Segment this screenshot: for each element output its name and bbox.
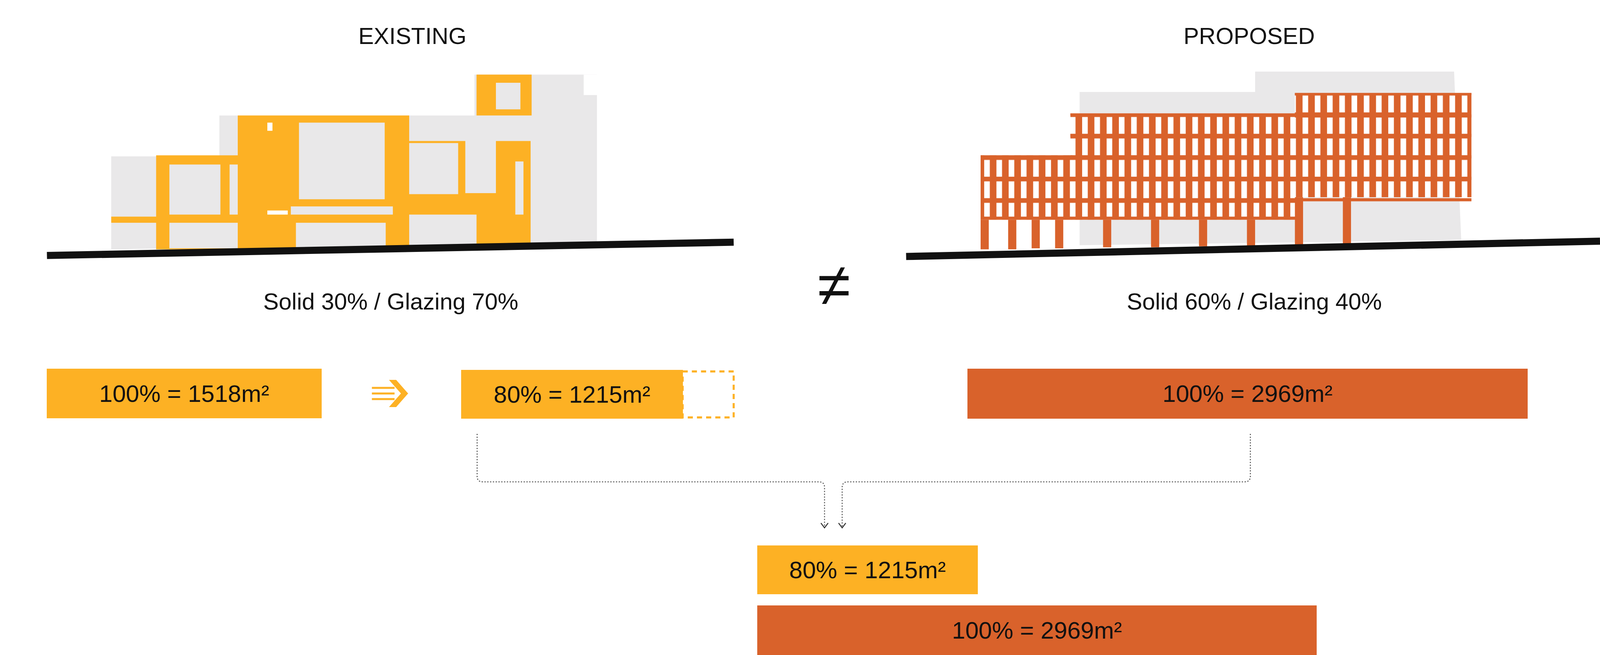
removed-area — [682, 371, 734, 418]
caption-text: Solid 30% / Glazing 70% — [263, 287, 519, 315]
caption-text: PROPOSED — [1183, 22, 1316, 50]
area-bar: 80% = 1215m² — [757, 545, 978, 594]
area-value: 100% = 2969m² — [1162, 379, 1333, 408]
caption-text: EXISTING — [358, 22, 467, 50]
caption-text: Solid 60% / Glazing 40% — [1126, 287, 1382, 315]
connector — [838, 433, 1251, 528]
area-value: 80% = 1215m² — [789, 555, 946, 584]
area-bar: 100% = 1518m² — [46, 368, 322, 418]
area-bar: 100% = 2969m² — [757, 604, 1317, 655]
existing-building — [46, 74, 734, 256]
area-value: 100% = 2969m² — [951, 616, 1122, 644]
area-bar: 80% = 1215m² — [461, 369, 683, 419]
area-bar: 100% = 2969m² — [967, 368, 1528, 419]
not-equal-symbol: ≠ — [817, 254, 851, 315]
proposed-building — [906, 71, 1600, 257]
connector — [477, 433, 828, 528]
area-value: 80% = 1215m² — [493, 380, 651, 408]
connector — [372, 379, 409, 407]
area-value: 100% = 1518m² — [99, 379, 269, 408]
